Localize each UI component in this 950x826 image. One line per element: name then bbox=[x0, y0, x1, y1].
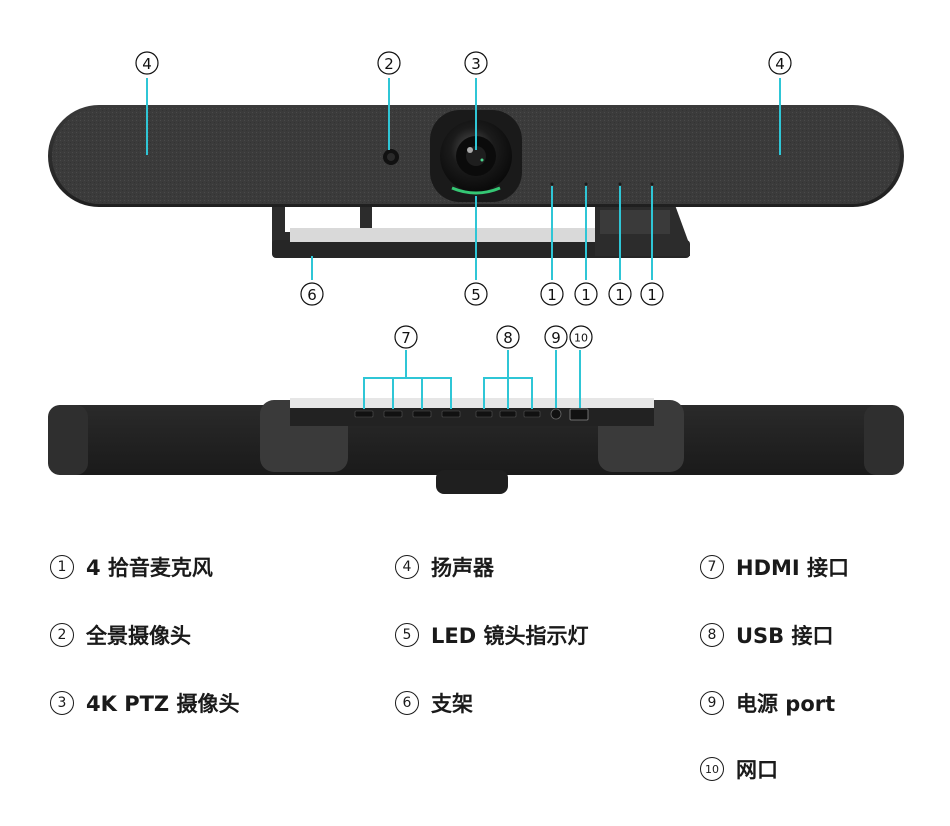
legend-label: USB 接口 bbox=[736, 624, 834, 648]
callout-10-label: 10 bbox=[574, 332, 588, 345]
callout-4-left: 4 bbox=[135, 51, 159, 75]
ptz-camera bbox=[430, 110, 522, 202]
legend-num: 5 bbox=[395, 623, 419, 647]
legend-label: 扬声器 bbox=[431, 556, 494, 580]
legend-item-speaker: 4 扬声器 bbox=[395, 550, 494, 584]
callout-2: 2 bbox=[377, 51, 401, 75]
microphones bbox=[550, 182, 654, 186]
device-diagram: 4 2 3 4 6 5 1 1 1 1 bbox=[48, 51, 904, 494]
legend-item-ptz-camera: 3 4K PTZ 摄像头 bbox=[50, 686, 239, 720]
legend-item-network: 10 网口 bbox=[700, 752, 778, 786]
legend-num: 7 bbox=[700, 555, 724, 579]
callout-1-a: 1 bbox=[540, 282, 564, 306]
legend-item-panoramic-camera: 2 全景摄像头 bbox=[50, 618, 191, 652]
callout-5-label: 5 bbox=[471, 286, 481, 304]
legend-label: 4 拾音麦克风 bbox=[86, 556, 213, 580]
callout-1-b-label: 1 bbox=[581, 286, 591, 304]
power-port bbox=[550, 408, 562, 420]
legend-num: 9 bbox=[700, 691, 724, 715]
callout-8-label: 8 bbox=[503, 329, 513, 347]
callout-7: 7 bbox=[394, 325, 418, 349]
legend-num: 2 bbox=[50, 623, 74, 647]
legend-item-usb: 8 USB 接口 bbox=[700, 618, 834, 652]
usb-ports bbox=[475, 410, 541, 418]
callout-6: 6 bbox=[300, 282, 324, 306]
legend-num: 4 bbox=[395, 555, 419, 579]
legend-item-stand: 6 支架 bbox=[395, 686, 473, 720]
legend-item-power: 9 电源 port bbox=[700, 686, 835, 720]
legend-label: 4K PTZ 摄像头 bbox=[86, 692, 240, 716]
callout-3: 3 bbox=[464, 51, 488, 75]
legend-label: 电源 port bbox=[736, 692, 836, 716]
legend-item-microphone: 1 4 拾音麦克风 bbox=[50, 550, 213, 584]
callout-1-a-label: 1 bbox=[547, 286, 557, 304]
callout-1-c: 1 bbox=[608, 282, 632, 306]
callout-2-label: 2 bbox=[384, 55, 394, 73]
callout-3-label: 3 bbox=[471, 55, 481, 73]
legend-label: 支架 bbox=[431, 692, 473, 716]
legend-num: 10 bbox=[700, 757, 724, 781]
legend-label: LED 镜头指示灯 bbox=[431, 624, 589, 648]
panoramic-camera bbox=[383, 149, 399, 165]
legend-num: 8 bbox=[700, 623, 724, 647]
callout-8: 8 bbox=[496, 325, 520, 349]
callout-6-label: 6 bbox=[307, 286, 317, 304]
callout-4-left-label: 4 bbox=[142, 55, 152, 73]
legend-item-led: 5 LED 镜头指示灯 bbox=[395, 618, 588, 652]
callout-1-d-label: 1 bbox=[647, 286, 657, 304]
bottom-leaders bbox=[363, 350, 581, 409]
bottom-bar bbox=[48, 398, 904, 494]
network-port bbox=[569, 408, 589, 421]
legend-num: 6 bbox=[395, 691, 419, 715]
legend-label: 全景摄像头 bbox=[86, 624, 191, 648]
callout-4-right-label: 4 bbox=[775, 55, 785, 73]
callout-9-label: 9 bbox=[551, 329, 561, 347]
hdmi-ports bbox=[354, 410, 461, 418]
legend-num: 3 bbox=[50, 691, 74, 715]
legend-label: HDMI 接口 bbox=[736, 556, 850, 580]
callout-7-label: 7 bbox=[401, 329, 411, 347]
callout-1-c-label: 1 bbox=[615, 286, 625, 304]
legend-num: 1 bbox=[50, 555, 74, 579]
legend-label: 网口 bbox=[736, 758, 778, 782]
callout-10: 10 bbox=[569, 325, 593, 349]
front-leaders bbox=[146, 78, 781, 280]
callout-1-d: 1 bbox=[640, 282, 664, 306]
callout-4-right: 4 bbox=[768, 51, 792, 75]
callout-5: 5 bbox=[464, 282, 488, 306]
legend: 1 4 拾音麦克风 2 全景摄像头 3 4K PTZ 摄像头 4 扬声器 5 L… bbox=[0, 540, 950, 810]
stand bbox=[272, 205, 690, 258]
callout-9: 9 bbox=[544, 325, 568, 349]
legend-item-hdmi: 7 HDMI 接口 bbox=[700, 550, 849, 584]
callout-1-b: 1 bbox=[574, 282, 598, 306]
